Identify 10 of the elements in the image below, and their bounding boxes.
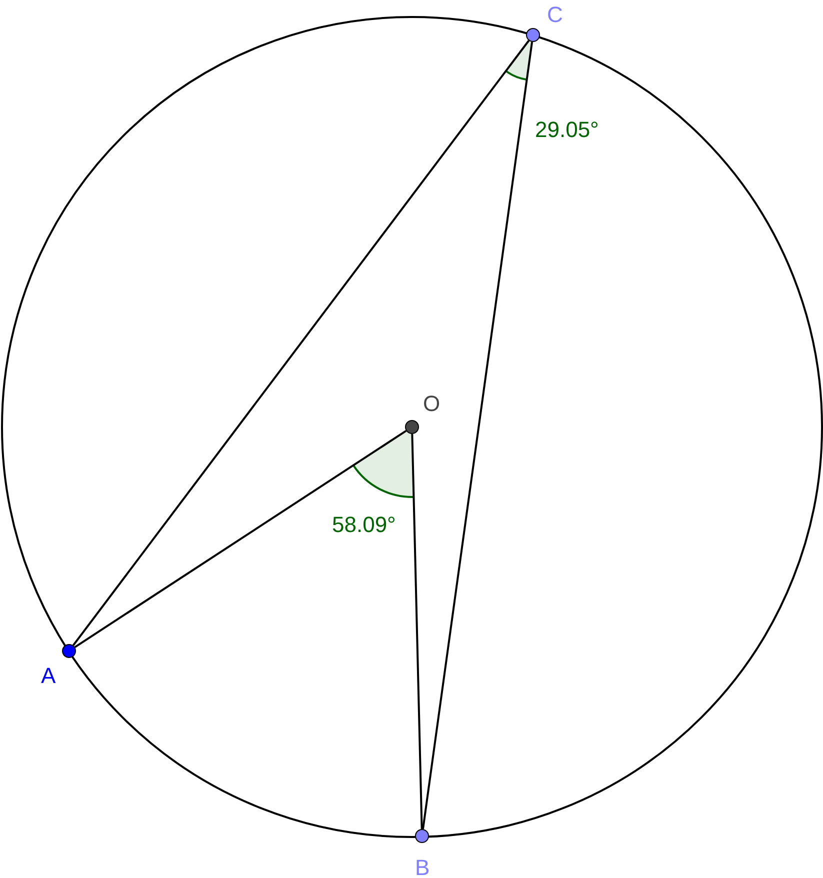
- point-label: C: [547, 4, 563, 26]
- angle-label: 29.05°: [535, 119, 599, 141]
- point-label: B: [415, 857, 430, 878]
- line-segment: [411, 434, 423, 830]
- line-segment: [422, 42, 534, 830]
- angle-label: 58.09°: [332, 514, 396, 536]
- point-label: O: [423, 393, 440, 415]
- line-segment: [72, 40, 530, 646]
- point-label: A: [41, 665, 56, 687]
- line-segment: [74, 430, 407, 648]
